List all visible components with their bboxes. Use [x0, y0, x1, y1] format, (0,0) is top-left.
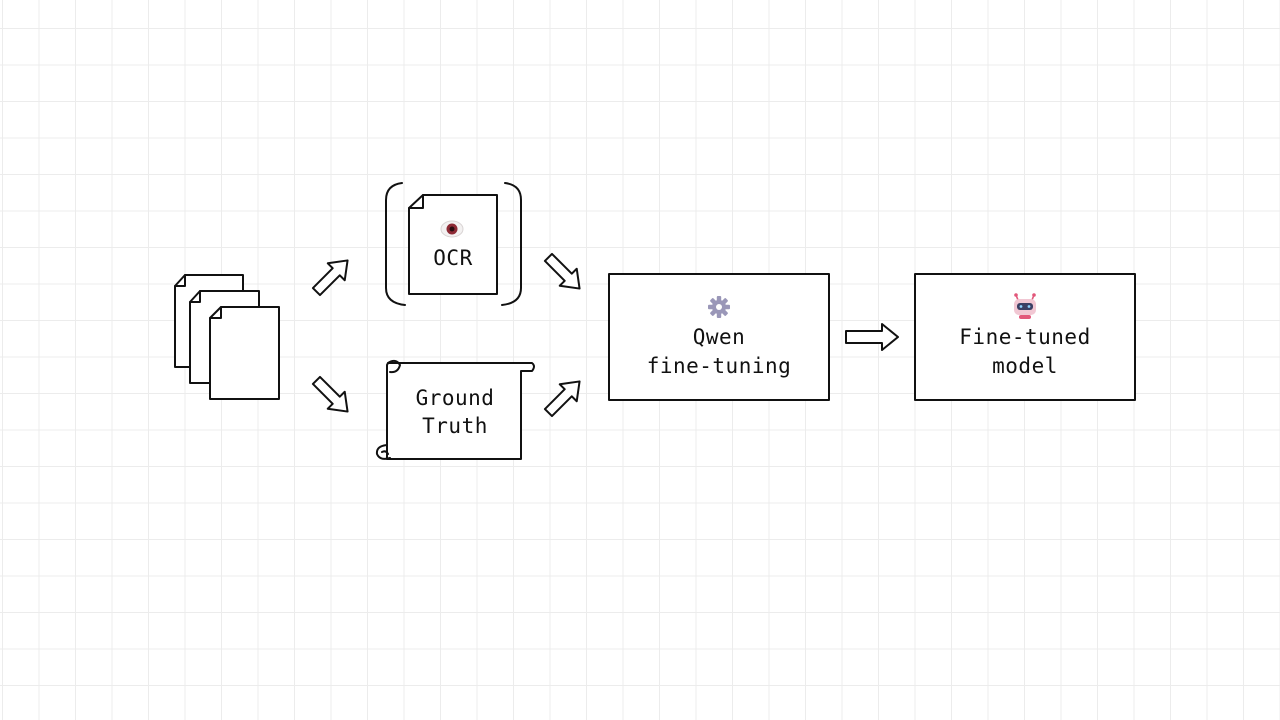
model-label-line2: model — [992, 354, 1058, 378]
document-stack-icon — [174, 274, 280, 400]
eye-icon — [440, 220, 464, 238]
gear-icon — [708, 296, 730, 318]
robot-icon — [1014, 293, 1036, 319]
qwen-label-line1: Qwen — [693, 325, 746, 349]
model-label-line1: Fine-tuned — [959, 325, 1090, 349]
scroll-icon — [375, 359, 535, 460]
arrow-to-ocr — [311, 259, 349, 297]
ground-truth-label-line2: Truth — [422, 414, 488, 438]
arrow-qwen-to-model — [845, 323, 899, 351]
arrow-ground-truth-to-qwen — [543, 380, 581, 418]
model-node: Fine-tuned model — [914, 273, 1136, 401]
qwen-label-line2: fine-tuning — [647, 354, 792, 378]
arrow-ocr-to-qwen — [543, 252, 581, 290]
arrow-to-ground-truth — [311, 375, 349, 413]
qwen-node: Qwen fine-tuning — [608, 273, 830, 401]
ground-truth-label-line1: Ground — [416, 386, 495, 410]
ocr-node: OCR — [385, 182, 522, 306]
ocr-label: OCR — [433, 246, 472, 270]
ground-truth-node: Ground Truth — [375, 359, 535, 460]
